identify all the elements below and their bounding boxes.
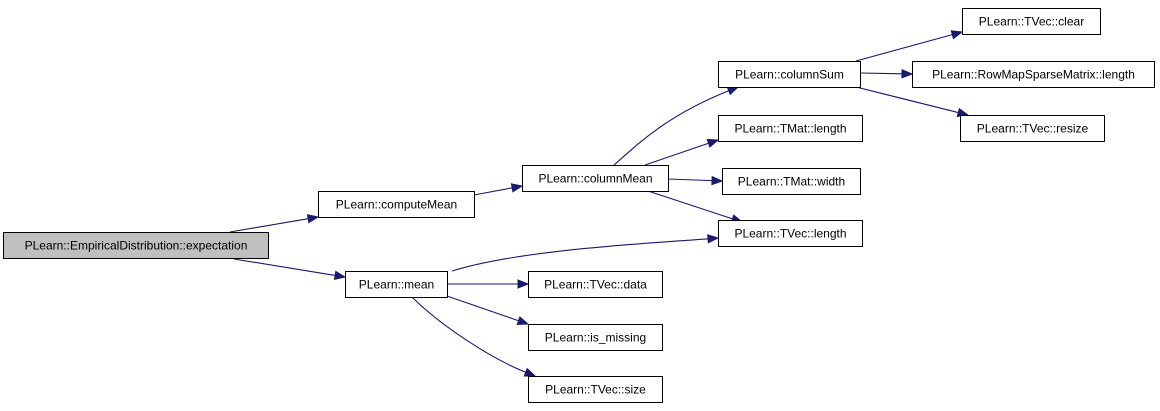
arrowhead-icon [950, 30, 964, 40]
arrowhead-icon [711, 175, 724, 186]
edges-layer [229, 30, 970, 377]
edge-line [613, 90, 729, 166]
edge-mean-to-tvec_size [411, 296, 537, 377]
edge-expectation-to-mean [233, 258, 347, 280]
node-box [528, 271, 663, 298]
node-tmat-length[interactable]: PLearn::TMat::length [718, 115, 863, 142]
node-label: PLearn::columnMean [538, 172, 652, 186]
edge-columnMean-to-tmat_width [667, 175, 724, 186]
node-tvec-resize[interactable]: PLearn::TVec::resize [960, 115, 1105, 142]
edge-line [667, 178, 713, 182]
arrowhead-icon [333, 270, 347, 280]
node-tvec-length[interactable]: PLearn::TVec::length [718, 220, 863, 247]
edge-columnMean-to-tmat_length [644, 138, 720, 166]
node-label: PLearn::mean [359, 278, 434, 292]
node-is-missing[interactable]: PLearn::is_missing [528, 324, 663, 351]
arrowhead-icon [901, 69, 914, 79]
node-expectation[interactable]: PLearn::EmpiricalDistribution::expectati… [3, 232, 269, 259]
arrowhead-icon [510, 183, 524, 193]
arrowhead-icon [706, 138, 720, 148]
node-box [718, 220, 863, 247]
arrowhead-icon [516, 316, 530, 326]
node-box [522, 165, 669, 192]
edge-line [233, 258, 336, 276]
edge-line [855, 34, 953, 62]
node-label: PLearn::computeMean [336, 198, 457, 212]
arrowhead-icon [517, 279, 530, 289]
node-box [3, 232, 269, 259]
node-columnMean[interactable]: PLearn::columnMean [522, 165, 669, 192]
edge-mean-to-is_missing [446, 295, 530, 326]
node-box [528, 324, 663, 351]
edge-columnSum-to-tvec_resize [855, 86, 970, 118]
node-label: PLearn::TVec::data [544, 278, 647, 292]
node-mean[interactable]: PLearn::mean [345, 271, 448, 298]
node-columnSum[interactable]: PLearn::columnSum [718, 61, 861, 88]
edge-line [644, 142, 709, 166]
node-box [722, 168, 861, 195]
node-box [912, 61, 1155, 88]
nodes-layer: PLearn::EmpiricalDistribution::expectati… [3, 8, 1155, 403]
node-label: PLearn::TVec::clear [979, 15, 1084, 29]
arrowhead-icon [726, 86, 740, 96]
node-label: PLearn::EmpiricalDistribution::expectati… [25, 239, 248, 253]
edge-line [451, 238, 709, 272]
node-label: PLearn::is_missing [545, 331, 646, 345]
node-label: PLearn::TVec::resize [977, 122, 1089, 136]
edge-line [859, 72, 903, 75]
node-label: PLearn::TVec::size [545, 383, 646, 397]
node-label: PLearn::TMat::width [738, 175, 845, 189]
arrowhead-icon [707, 234, 720, 244]
node-box [718, 115, 863, 142]
node-box [318, 191, 475, 218]
node-label: PLearn::TVec::length [734, 227, 846, 241]
node-label: PLearn::RowMapSparseMatrix::length [932, 68, 1135, 82]
edge-columnSum-to-tvec_clear [855, 30, 964, 62]
edge-mean-to-tvec_length [451, 234, 720, 272]
node-box [345, 271, 448, 298]
node-box [718, 61, 861, 88]
node-rmsm-length[interactable]: PLearn::RowMapSparseMatrix::length [912, 61, 1155, 88]
edge-columnSum-to-rmsm_length [859, 69, 914, 79]
edge-line [446, 295, 519, 322]
node-tvec-data[interactable]: PLearn::TVec::data [528, 271, 663, 298]
node-computeMean[interactable]: PLearn::computeMean [318, 191, 475, 218]
node-box [962, 8, 1101, 35]
node-tvec-size[interactable]: PLearn::TVec::size [528, 376, 663, 403]
edge-line [473, 187, 513, 196]
node-tmat-width[interactable]: PLearn::TMat::width [722, 168, 861, 195]
node-box [960, 115, 1105, 142]
node-label: PLearn::columnSum [735, 68, 844, 82]
edge-mean-to-tvec_data [447, 279, 530, 289]
edge-line [411, 296, 526, 373]
edge-line [855, 86, 959, 114]
arrowhead-icon [306, 214, 320, 224]
node-tvec-clear[interactable]: PLearn::TVec::clear [962, 8, 1101, 35]
edge-line [229, 218, 309, 233]
node-box [528, 376, 663, 403]
edge-computeMean-to-columnMean [473, 183, 524, 196]
edge-line [647, 190, 733, 220]
edge-expectation-to-computeMean [229, 214, 320, 233]
edge-columnMean-to-tvec_length [647, 190, 744, 224]
arrowhead-icon [523, 367, 537, 377]
node-label: PLearn::TMat::length [734, 122, 846, 136]
